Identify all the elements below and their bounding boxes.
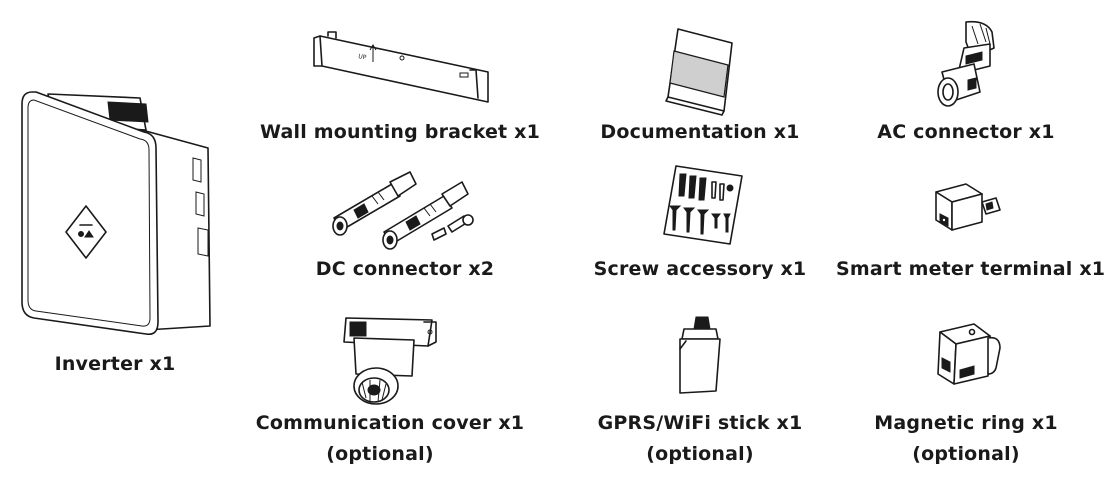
documentation-label: Documentation x1 <box>600 121 800 143</box>
inverter-icon <box>18 88 218 338</box>
ac-connector-icon <box>928 18 1008 113</box>
gprs-wifi-stick-note: (optional) <box>646 443 754 465</box>
communication-cover-note: (optional) <box>326 443 434 465</box>
gprs-wifi-stick-label: GPRS/WiFi stick x1 <box>597 412 803 434</box>
smart-meter-terminal-label: Smart meter terminal x1 <box>836 258 1105 280</box>
magnetic-ring-note: (optional) <box>912 443 1020 465</box>
wall-bracket-label: Wall mounting bracket x1 <box>259 121 541 143</box>
communication-cover-label: Communication cover x1 <box>255 412 525 434</box>
wall-bracket-icon: UP <box>310 30 495 105</box>
magnetic-ring-label: Magnetic ring x1 <box>874 412 1058 434</box>
documentation-icon <box>662 25 742 116</box>
screw-accessory-label: Screw accessory x1 <box>593 258 807 280</box>
ac-connector-label: AC connector x1 <box>877 121 1055 143</box>
magnetic-ring-icon <box>930 318 1005 393</box>
inverter-label: Inverter x1 <box>54 353 176 375</box>
dc-connector-icon <box>328 170 478 250</box>
communication-cover-icon <box>340 312 440 412</box>
screw-accessory-icon <box>660 162 745 247</box>
dc-connector-label: DC connector x2 <box>315 258 495 280</box>
gprs-wifi-stick-icon <box>672 315 727 395</box>
smart-meter-terminal-icon <box>930 180 1005 240</box>
svg-text:UP: UP <box>358 53 367 61</box>
